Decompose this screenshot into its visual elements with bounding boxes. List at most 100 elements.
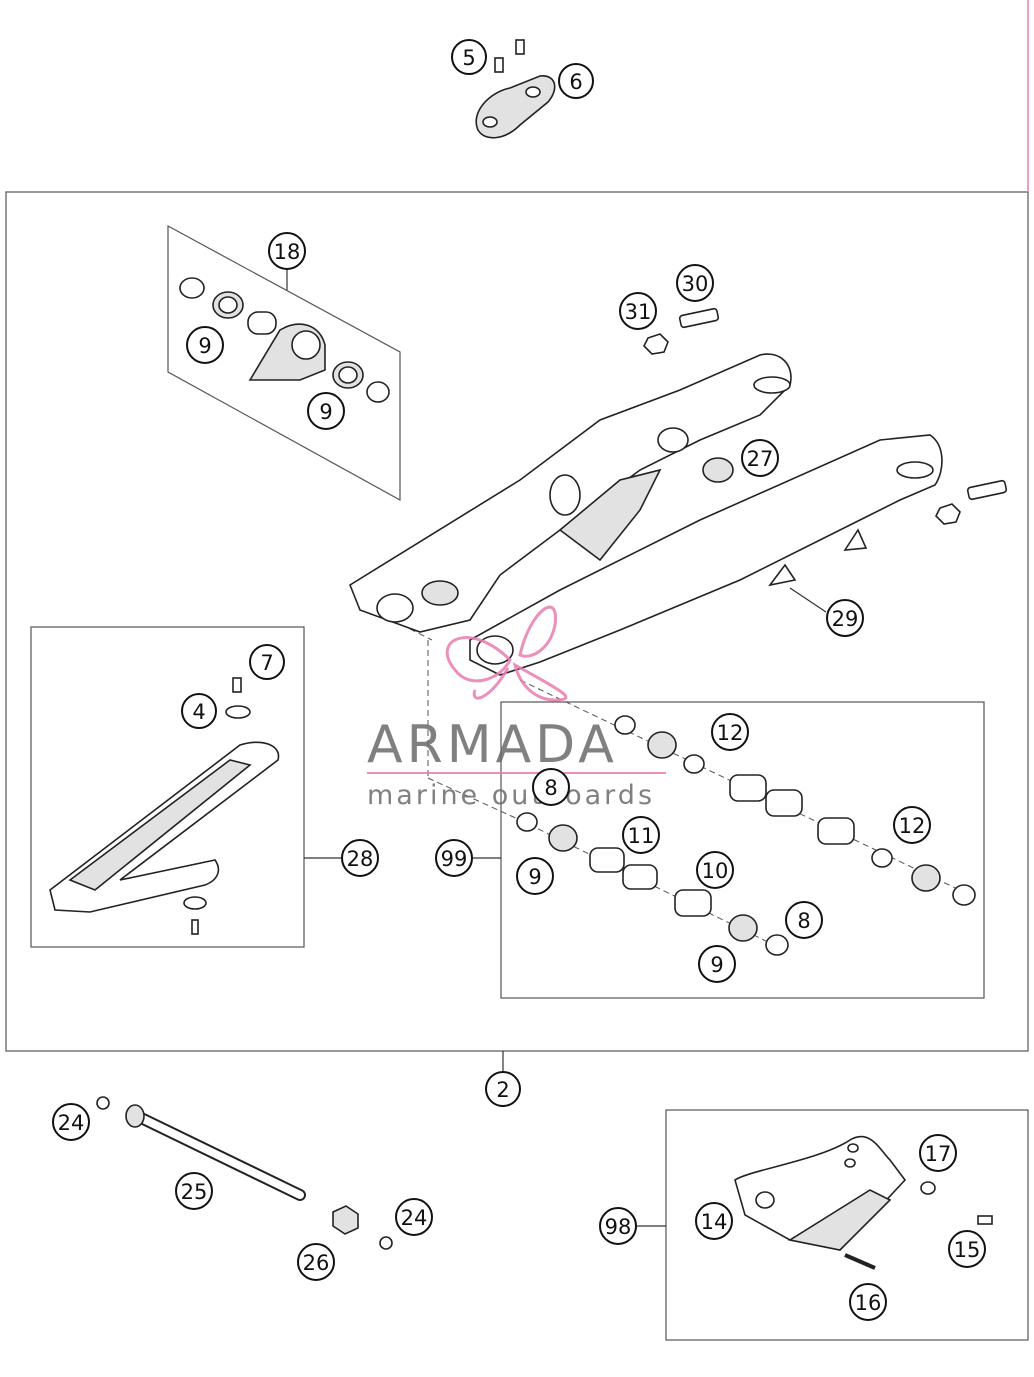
callout-circle — [849, 1283, 887, 1321]
callout-number: 6 — [569, 70, 582, 94]
callout-number: 24 — [401, 1206, 428, 1230]
callout-c14: 14 — [695, 1202, 733, 1240]
chain-slider — [49, 677, 280, 935]
callout-c5: 5 — [451, 39, 487, 75]
callout-c4: 4 — [181, 693, 217, 729]
callout-c31: 31 — [619, 292, 657, 330]
callout-circle — [711, 713, 749, 751]
callout-circle — [948, 1230, 986, 1268]
callout-c8b: 8 — [785, 901, 823, 939]
callout-circle — [181, 693, 217, 729]
callout-circle — [451, 39, 487, 75]
callout-c98: 98 — [599, 1207, 637, 1245]
swingarm — [349, 353, 943, 676]
callout-number: 9 — [319, 400, 332, 424]
callout-number: 24 — [58, 1111, 85, 1135]
callout-number: 16 — [855, 1291, 882, 1315]
chain-guide-plate — [475, 39, 556, 139]
bearing-kit-frame — [167, 224, 401, 502]
callout-c16: 16 — [849, 1283, 887, 1321]
callout-number: 15 — [954, 1238, 981, 1262]
chain-guide — [734, 1135, 993, 1270]
callout-circle — [249, 644, 285, 680]
callout-c24b: 24 — [395, 1198, 433, 1236]
callout-circle — [619, 292, 657, 330]
callout-number: 28 — [347, 847, 374, 871]
callout-number: 12 — [717, 721, 744, 745]
callout-c12b: 12 — [893, 806, 931, 844]
callout-number: 26 — [303, 1251, 330, 1275]
callout-circle — [307, 392, 345, 430]
chain-guide-frame — [665, 1109, 1029, 1341]
callout-circle — [919, 1134, 957, 1172]
callout-number: 7 — [260, 651, 273, 675]
watermark-tagline: marine outboards — [367, 780, 655, 811]
callout-circle — [622, 816, 660, 854]
callout-circle — [268, 232, 306, 270]
callout-c2: 2 — [485, 1071, 521, 1107]
callout-number: 25 — [181, 1180, 208, 1204]
callout-circle — [676, 264, 714, 302]
callout-circle — [826, 599, 864, 637]
callout-number: 12 — [899, 814, 926, 838]
callout-circle — [516, 857, 554, 895]
main-assembly-frame — [5, 191, 1029, 1052]
callout-c99: 99 — [435, 839, 473, 877]
callout-number: 14 — [701, 1210, 728, 1234]
callout-circle — [297, 1243, 335, 1281]
callout-number: 9 — [710, 953, 723, 977]
callout-c15: 15 — [948, 1230, 986, 1268]
callout-circle — [52, 1103, 90, 1141]
callout-number: 99 — [441, 847, 468, 871]
callout-number: 4 — [192, 700, 205, 724]
callout-number: 29 — [832, 607, 859, 631]
callout-c29: 29 — [826, 599, 864, 637]
callout-number: 8 — [797, 909, 810, 933]
callout-circle — [485, 1071, 521, 1107]
callout-number: 10 — [702, 859, 729, 883]
pivot-bearing-kit-frame — [500, 701, 985, 999]
callout-c8a: 8 — [532, 768, 570, 806]
callout-circle — [785, 901, 823, 939]
callout-number: 31 — [625, 300, 652, 324]
chain-adjuster-bolts — [643, 307, 1008, 525]
callout-circle — [435, 839, 473, 877]
callout-circle — [893, 806, 931, 844]
callout-c17: 17 — [919, 1134, 957, 1172]
callout-circle — [341, 839, 379, 877]
callout-c26: 26 — [297, 1243, 335, 1281]
chain-slider-frame — [30, 626, 305, 948]
callout-circle — [186, 326, 224, 364]
callout-c10: 10 — [696, 851, 734, 889]
callout-c9c: 9 — [516, 857, 554, 895]
callout-circle — [698, 945, 736, 983]
callout-number: 9 — [198, 334, 211, 358]
callout-number: 18 — [274, 240, 301, 264]
callout-c28: 28 — [341, 839, 379, 877]
callout-c12a: 12 — [711, 713, 749, 751]
callout-circle — [696, 851, 734, 889]
bearing-kit-parts — [179, 277, 390, 403]
callout-number: 27 — [747, 447, 774, 471]
callout-circle — [532, 768, 570, 806]
callout-number: 8 — [544, 776, 557, 800]
callout-c25: 25 — [175, 1172, 213, 1210]
pivot-axle-parts — [96, 1096, 393, 1250]
callout-c9d: 9 — [698, 945, 736, 983]
watermark: ARMADA marine outboards — [367, 605, 666, 811]
callout-circle — [741, 439, 779, 477]
butterfly-logo — [445, 605, 568, 702]
callout-number: 9 — [528, 865, 541, 889]
callout-c24a: 24 — [52, 1103, 90, 1141]
callout-c6: 6 — [558, 63, 594, 99]
callout-c30: 30 — [676, 264, 714, 302]
callout-number: 98 — [605, 1215, 632, 1239]
callout-circle — [175, 1172, 213, 1210]
watermark-brand: ARMADA — [367, 715, 618, 775]
callout-number: 2 — [496, 1078, 509, 1102]
pivot-bearing-parts — [516, 715, 976, 956]
callout-number: 30 — [682, 272, 709, 296]
callout-number: 17 — [925, 1142, 952, 1166]
